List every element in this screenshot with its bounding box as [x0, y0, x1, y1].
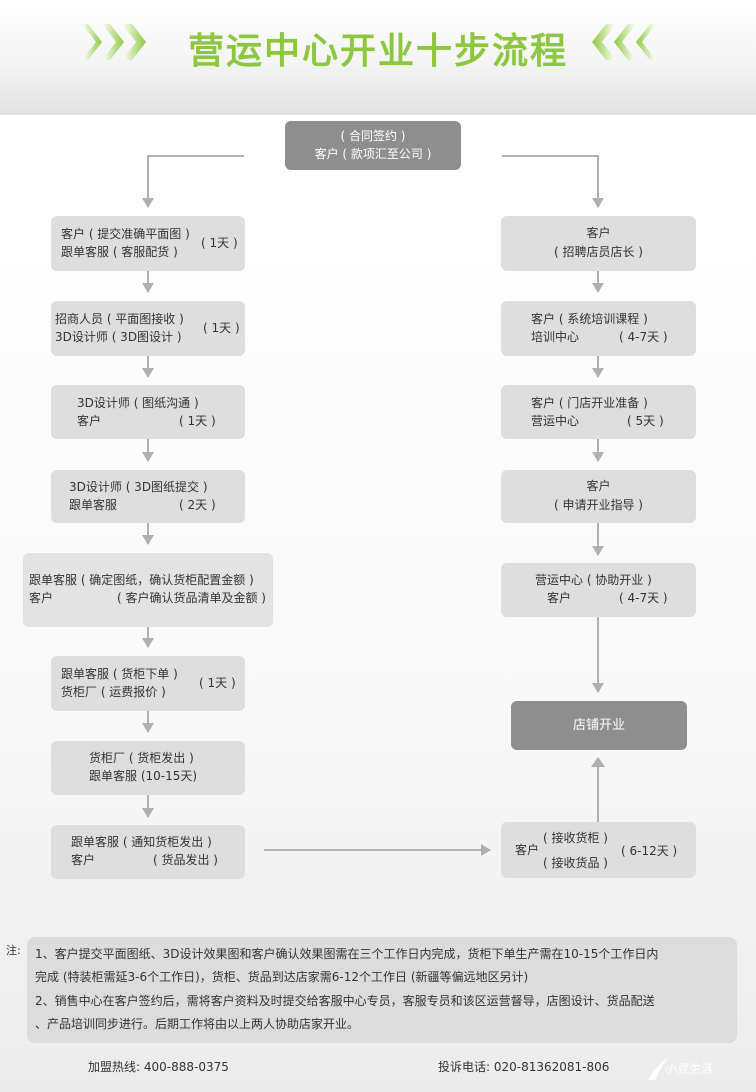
right-step-5-duration: ( 4-7天 )	[619, 591, 668, 605]
left-step-4: 3D设计师 ( 3D图纸提交 ) 跟单客服 ( 2天 )	[51, 470, 245, 523]
left-step-2: 招商人员 ( 平面图接收 ) 3D设计师 ( 3D图设计 ) ( 1天 )	[51, 301, 245, 356]
left-step-8-duration: ( 货品发出 )	[153, 853, 218, 867]
chevron-decoration-left-icon	[82, 24, 146, 60]
left-step-3-line-1: 3D设计师 ( 图纸沟通 )	[77, 396, 199, 410]
right-step-3-duration: ( 5天 )	[627, 414, 664, 428]
store-opening-label: 店铺开业	[572, 718, 625, 733]
right-step-2-line-1: 客户 ( 系统培训课程 )	[531, 312, 648, 326]
left-step-3-line-2: 客户	[77, 414, 102, 428]
chevron-decoration-right-icon	[592, 24, 656, 60]
left-step-8-line-1: 跟单客服 ( 通知货柜发出 )	[71, 835, 212, 849]
left-step-2-duration: ( 1天 )	[203, 321, 240, 335]
right-step-5-line-2: 客户	[547, 591, 572, 605]
brand-logo-icon	[648, 1058, 668, 1080]
note-line-2: 完成 (特装柜需延3-6个工作日)，货柜、货品到达店家需6-12个工作日 (新疆…	[35, 970, 529, 984]
note-line-1: 1、客户提交平面图纸、3D设计效果图和客户确认效果图需在三个工作日内完成，货柜下…	[35, 947, 659, 961]
notes-box: 1、客户提交平面图纸、3D设计效果图和客户确认效果图需在三个工作日内完成，货柜下…	[27, 937, 737, 1043]
right-step-4: 客户 ( 申请开业指导 )	[501, 470, 696, 523]
left-step-6-line-2: 货柜厂 ( 运费报价 )	[61, 685, 166, 699]
left-step-4-line-1: 3D设计师 ( 3D图纸提交 )	[69, 480, 208, 494]
receive-duration: ( 6-12天 )	[621, 844, 678, 858]
left-step-4-line-2: 跟单客服	[69, 498, 118, 512]
contract-signing-box: ( 合同签约 ) 客户 ( 款项汇至公司 )	[285, 121, 461, 170]
contract-signing-label: ( 合同签约 )	[340, 129, 406, 143]
left-step-5-line-1: 跟单客服 ( 确定图纸，确认货柜配置金额 )	[29, 573, 254, 587]
receive-goods-label: ( 接收货品 )	[543, 856, 608, 870]
right-step-3-line-1: 客户 ( 门店开业准备 )	[531, 396, 648, 410]
left-step-3: 3D设计师 ( 图纸沟通 ) 客户 ( 1天 )	[51, 385, 245, 439]
left-step-6: 跟单客服 ( 货柜下单 ) 货柜厂 ( 运费报价 ) ( 1天 )	[51, 656, 245, 711]
left-step-3-duration: ( 1天 )	[179, 414, 216, 428]
store-opening-box: 店铺开业	[511, 701, 687, 750]
left-step-7: 货柜厂 ( 货柜发出 ) 跟单客服 (10-15天)	[51, 741, 245, 795]
right-step-2-line-2: 培训中心	[531, 330, 580, 344]
left-step-1-line-2: 跟单客服 ( 客服配货 )	[61, 245, 178, 259]
right-step-2-duration: ( 4-7天 )	[619, 330, 668, 344]
right-step-1-line-1: 客户	[586, 226, 611, 240]
left-step-6-duration: ( 1天 )	[199, 676, 236, 690]
receive-cabinet-label: ( 接收货柜 )	[543, 831, 608, 845]
left-step-8-line-2: 客户	[71, 853, 96, 867]
left-step-7-line-1: 货柜厂 ( 货柜发出 )	[89, 751, 194, 765]
right-step-5: 营运中心 ( 协助开业 ) 客户 ( 4-7天 )	[501, 563, 696, 617]
note-line-4: 、产品培训同步进行。后期工作将由以上两人协助店家开业。	[35, 1017, 360, 1031]
left-step-5-duration: ( 客户确认货品清单及金额 )	[117, 591, 266, 605]
left-step-2-line-1: 招商人员 ( 平面图接收 )	[55, 312, 184, 326]
left-step-6-line-1: 跟单客服 ( 货柜下单 )	[61, 667, 178, 681]
right-step-4-line-1: 客户	[586, 479, 611, 493]
notes-label: 注:	[6, 944, 21, 957]
page-title: 营运中心开业十步流程	[187, 30, 568, 72]
complaint-phone: 投诉电话: 020-81362081-806	[438, 1060, 610, 1074]
left-step-7-line-2: 跟单客服 (10-15天)	[89, 769, 198, 783]
right-step-1: 客户 ( 招聘店员店长 )	[501, 216, 696, 271]
note-line-3: 2、销售中心在客户签约后，需将客户资料及时提交给客服中心专员，客服专员和该区运营…	[35, 994, 655, 1008]
receive-customer-label: 客户	[515, 843, 540, 857]
right-step-3: 客户 ( 门店开业准备 ) 营运中心 ( 5天 )	[501, 385, 696, 439]
right-step-4-line-2: ( 申请开业指导 )	[554, 498, 643, 512]
right-step-3-line-2: 营运中心	[531, 414, 580, 428]
payment-label: 客户 ( 款项汇至公司 )	[314, 147, 432, 161]
left-step-5: 跟单客服 ( 确定图纸，确认货柜配置金额 ) 客户 ( 客户确认货品清单及金额 …	[23, 553, 273, 627]
right-step-1-line-2: ( 招聘店员店长 )	[554, 245, 643, 259]
franchise-hotline: 加盟热线: 400-888-0375	[88, 1060, 229, 1074]
left-step-1: 客户 ( 提交准确平面图 ) 跟单客服 ( 客服配货 ) ( 1天 )	[51, 216, 245, 271]
left-step-5-line-2: 客户	[29, 591, 54, 605]
left-step-1-duration: ( 1天 )	[201, 236, 238, 250]
receive-goods-box: 客户 ( 接收货柜 ) ( 接收货品 ) ( 6-12天 )	[501, 822, 696, 878]
left-step-4-duration: ( 2天 )	[179, 498, 216, 512]
left-step-8: 跟单客服 ( 通知货柜发出 ) 客户 ( 货品发出 )	[51, 825, 245, 879]
brand-logo-text: 小豆生活	[664, 1062, 713, 1076]
right-step-2: 客户 ( 系统培训课程 ) 培训中心 ( 4-7天 )	[501, 301, 696, 356]
left-step-1-line-1: 客户 ( 提交准确平面图 )	[61, 227, 190, 241]
left-step-2-line-2: 3D设计师 ( 3D图设计 )	[55, 330, 182, 344]
right-step-5-line-1: 营运中心 ( 协助开业 )	[535, 573, 652, 587]
